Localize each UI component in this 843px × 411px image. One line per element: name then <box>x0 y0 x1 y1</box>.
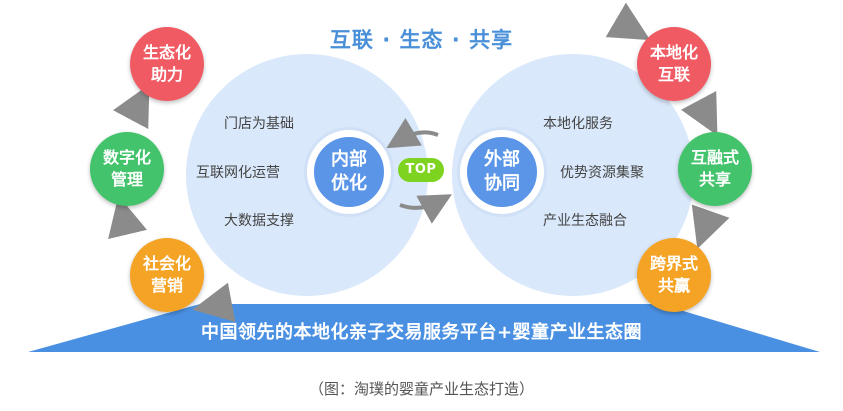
left-item-2: 互联网化运营 <box>196 165 280 181</box>
arrow-to-right-icon <box>399 194 452 224</box>
node-ecological-boost: 生态化助力 <box>130 27 204 101</box>
right-item-2: 优势资源集聚 <box>560 165 644 181</box>
node-localized-interconnect: 本地化互联 <box>637 27 711 101</box>
banner-label: 中国领先的本地化亲子交易服务平台+婴童产业生态圈 <box>200 322 643 343</box>
node-crossover-winwin: 跨界式共赢 <box>637 238 711 312</box>
right-core-circle: 外部协同 <box>460 130 544 214</box>
left-core-circle: 内部优化 <box>307 130 391 214</box>
arrow-to-left-icon <box>386 118 439 149</box>
node-digital-management: 数字化管理 <box>90 132 164 206</box>
figure-caption: （图：淘璞的婴童产业生态打造） <box>308 380 534 398</box>
left-item-3: 大数据支撑 <box>224 213 294 229</box>
node-integrated-sharing: 互融式共享 <box>678 132 752 206</box>
diagram-title: 互联 · 生态 · 共享 <box>329 28 514 52</box>
node-social-marketing: 社会化营销 <box>130 238 204 312</box>
right-item-3: 产业生态融合 <box>543 213 627 229</box>
top-logo: TOP <box>398 158 444 182</box>
left-item-1: 门店为基础 <box>224 116 294 132</box>
right-item-1: 本地化服务 <box>543 116 613 132</box>
